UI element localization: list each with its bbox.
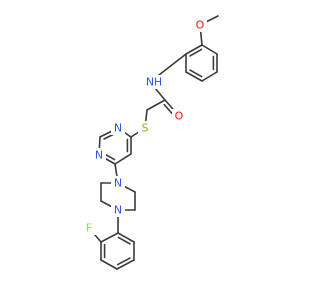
methoxy-oxygen-label: O: [196, 19, 205, 32]
bond-a2-a3-inner: [189, 69, 203, 78]
bond-f4-f5: [116, 259, 135, 270]
bond-f6-f1: [117, 232, 135, 243]
atom-label-layer: N H O O S N N N N: [82, 18, 207, 235]
piperazine-n1-label: N: [114, 177, 122, 190]
atom-amide-nitrogen: N H: [141, 75, 162, 89]
amide-nitrogen-label: N: [146, 76, 154, 89]
atom-pyrimidine-n3: N: [111, 121, 125, 135]
carbonyl-oxygen-label: O: [175, 110, 184, 123]
atom-carbonyl-oxygen: O: [172, 109, 186, 123]
bond-p2-p3: [114, 153, 132, 165]
bond-f1-f2: [100, 232, 119, 243]
pyrimidine-n3-label: N: [114, 122, 122, 135]
bond-a3-a4: [201, 71, 218, 82]
atom-piperazine-n1: N: [111, 176, 125, 190]
bond-a6-a1-inner: [189, 48, 203, 57]
atom-pyrimidine-n1: N: [92, 148, 106, 162]
bond-a2-a3: [185, 71, 203, 82]
atom-methoxy-oxygen: O: [193, 18, 207, 32]
pyrimidine-n1-label: N: [95, 149, 103, 162]
thioether-sulfur-label: S: [142, 122, 149, 135]
bond-layer: [88, 15, 219, 270]
piperazine-n4-label: N: [114, 204, 122, 217]
molecule-structure: N H O O S N N N N: [82, 15, 219, 270]
amide-hydrogen-label: H: [154, 76, 162, 89]
bond-f6-f1-inner: [117, 236, 131, 245]
bond-f3-f4: [100, 259, 118, 270]
atom-fluorine: F: [82, 221, 96, 235]
bond-f4-f5-inner: [116, 257, 131, 266]
atom-piperazine-n4: N: [111, 203, 125, 217]
fluorine-label: F: [86, 222, 92, 235]
bond-a6-a1: [185, 44, 203, 55]
atom-thioether-sulfur: S: [138, 121, 152, 135]
bond-a5-a6: [201, 44, 218, 55]
bond-c_co-ch2: [146, 99, 166, 111]
